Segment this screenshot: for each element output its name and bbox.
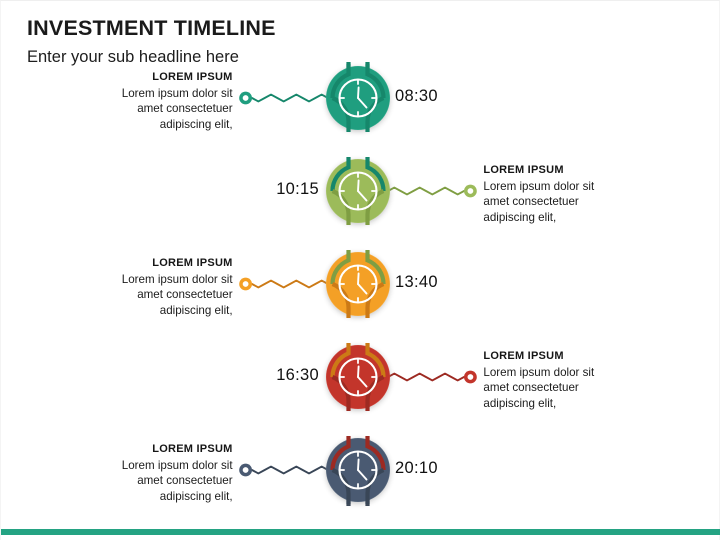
node-ring-upper [365, 157, 386, 192]
clock-icon [338, 171, 378, 211]
branch-zigzag [387, 372, 465, 382]
timeline-item-label: LOREM IPSUM [483, 350, 564, 362]
branch-zigzag [251, 279, 329, 289]
timeline-item-body-line: adipiscing elit, [159, 117, 233, 131]
page-subtitle: Enter your sub headline here [27, 47, 239, 66]
node-ring-lower [331, 468, 351, 504]
header-block: INVESTMENT TIMELINE Enter your sub headl… [27, 16, 276, 66]
timeline-text-block-2: LOREM IPSUM Lorem ipsum dolor sit amet con… [483, 164, 633, 225]
node-ring-lower [365, 96, 385, 132]
time-label-3: 13:40 [395, 273, 438, 291]
timeline-item-body-line: adipiscing elit, [159, 303, 233, 317]
node-ring-upper [330, 436, 351, 471]
timeline-item-label: LOREM IPSUM [152, 443, 233, 455]
timeline-item-body-line: amet consectetuer [483, 381, 579, 395]
time-label-5: 20:10 [395, 459, 438, 477]
clock-icon [338, 78, 378, 118]
clock-icon [338, 264, 378, 304]
timeline-item-body-line: Lorem ipsum dolor sit [121, 272, 233, 286]
branch-endpoint-inner [242, 467, 249, 473]
time-label-2: 10:15 [276, 180, 319, 198]
node-ring-upper [330, 157, 351, 192]
bottom-accent-bar [1, 529, 720, 535]
node-ring-lower [365, 189, 385, 225]
timeline-text-block-5: LOREM IPSUM Lorem ipsum dolor sit amet con… [83, 443, 233, 504]
branch-zigzag [251, 93, 329, 103]
timeline-text-block-1: LOREM IPSUM Lorem ipsum dolor sit amet con… [83, 71, 233, 132]
timeline-nodes [326, 64, 390, 504]
node-ring-lower [365, 468, 385, 504]
time-label-4: 16:30 [276, 366, 319, 384]
page-title: INVESTMENT TIMELINE [27, 16, 276, 40]
node-ring-upper [365, 64, 386, 99]
timeline-item-body-line: adipiscing elit, [483, 210, 557, 224]
node-ring-lower [365, 282, 385, 318]
timeline-text-block-4: LOREM IPSUM Lorem ipsum dolor sit amet con… [483, 350, 633, 411]
timeline-item-label: LOREM IPSUM [152, 257, 233, 269]
timeline-item-body-line: amet consectetuer [483, 195, 579, 209]
timeline-item-body-line: Lorem ipsum dolor sit [483, 179, 595, 193]
timeline-item-body-line: amet consectetuer [137, 474, 233, 488]
node-ring-upper [365, 436, 386, 471]
timeline-item-label: LOREM IPSUM [152, 71, 233, 83]
timeline-item-body-line: adipiscing elit, [159, 489, 233, 503]
timeline-text-block-3: LOREM IPSUM Lorem ipsum dolor sit amet con… [83, 257, 233, 318]
node-ring-lower [331, 96, 351, 132]
node-ring-lower [331, 189, 351, 225]
node-ring-lower [331, 282, 351, 318]
timeline-item-body-line: Lorem ipsum dolor sit [483, 365, 595, 379]
node-ring-upper [330, 343, 351, 378]
timeline-branches [239, 91, 477, 477]
branch-endpoint-inner [467, 188, 474, 194]
branch-zigzag [387, 186, 465, 196]
branch-zigzag [251, 465, 329, 475]
node-ring-lower [365, 375, 385, 411]
clock-icon [338, 357, 378, 397]
timeline-item-body-line: adipiscing elit, [483, 396, 557, 410]
clock-icon [338, 450, 378, 490]
timeline-item-label: LOREM IPSUM [483, 164, 564, 176]
node-ring-upper [365, 250, 386, 285]
branch-endpoint-inner [467, 374, 474, 380]
time-label-1: 08:30 [395, 87, 438, 105]
node-ring-upper [330, 64, 351, 99]
timeline-item-body-line: amet consectetuer [137, 288, 233, 302]
node-ring-lower [331, 375, 351, 411]
timeline-item-body-line: Lorem ipsum dolor sit [121, 458, 233, 472]
branch-endpoint-inner [242, 95, 249, 101]
node-ring-upper [330, 250, 351, 285]
timeline-item-body-line: Lorem ipsum dolor sit [121, 86, 233, 100]
branch-endpoint-inner [242, 281, 249, 287]
node-ring-upper [365, 343, 386, 378]
timeline-item-body-line: amet consectetuer [137, 102, 233, 116]
